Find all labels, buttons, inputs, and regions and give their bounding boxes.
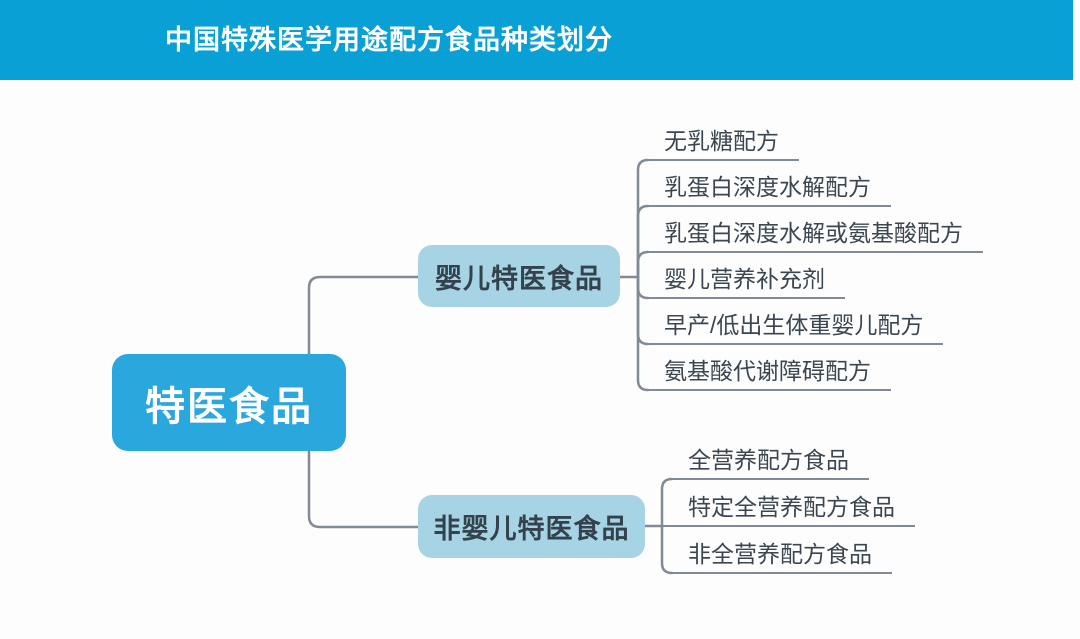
noninfant-connector-3	[660, 524, 674, 575]
leaf-node: 无乳糖配方	[648, 125, 799, 161]
root-node: 特医食品	[112, 354, 346, 451]
leaf-node: 乳蛋白深度水解或氨基酸配方	[648, 217, 983, 253]
infant-connector-1	[636, 158, 650, 279]
branch-node-infant: 婴儿特医食品	[418, 245, 620, 307]
leaf-node: 早产/低出生体重婴儿配方	[648, 309, 944, 345]
infant-connector-3	[636, 250, 650, 279]
infant-connector-5	[636, 275, 650, 346]
leaf-node: 氨基酸代谢障碍配方	[648, 355, 891, 391]
page-title: 中国特殊医学用途配方食品种类划分	[165, 25, 613, 55]
infant-connector-6	[636, 275, 650, 392]
branch-node-noninfant: 非婴儿特医食品	[418, 495, 645, 558]
infant-connector-4	[636, 275, 650, 300]
infant-connector-2	[636, 204, 650, 279]
leaf-node: 乳蛋白深度水解配方	[648, 171, 891, 207]
leaf-node: 非全营养配方食品	[672, 538, 892, 574]
header-banner: 中国特殊医学用途配方食品种类划分	[0, 0, 1073, 80]
leaf-node: 婴儿营养补充剂	[648, 263, 845, 299]
leaf-node: 全营养配方食品	[672, 444, 869, 480]
leaf-node: 特定全营养配方食品	[662, 491, 915, 527]
